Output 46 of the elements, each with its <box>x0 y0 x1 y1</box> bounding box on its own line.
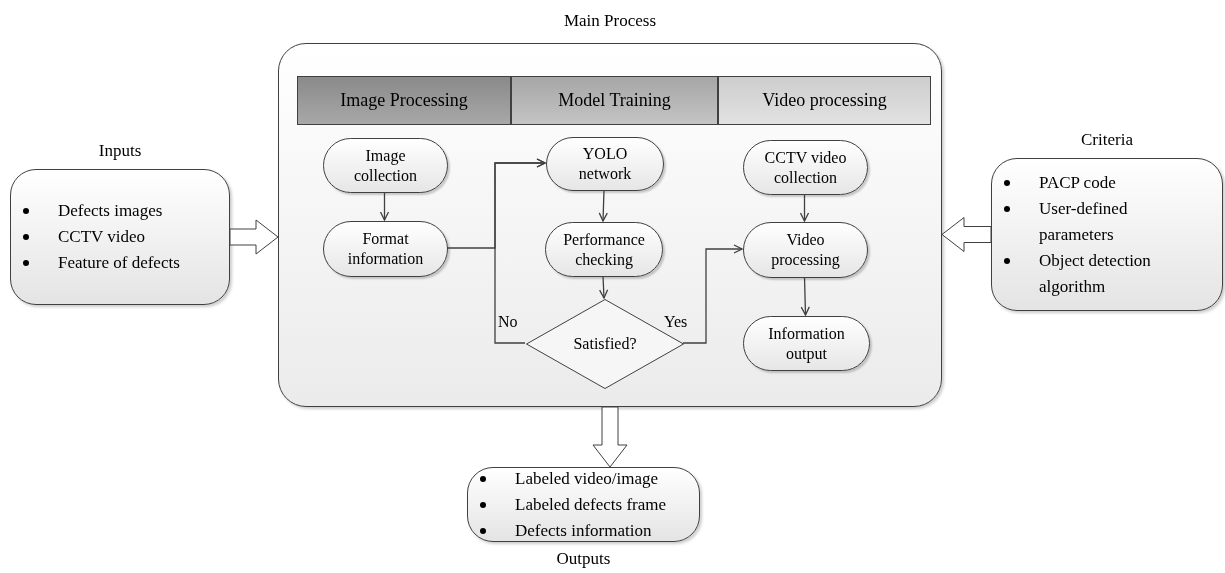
lane-header <box>511 76 718 125</box>
process-pill <box>545 222 663 277</box>
step-label: Information output <box>767 323 846 364</box>
process-pill <box>743 222 868 278</box>
decision-label: Satisfied? <box>573 334 637 354</box>
list-item: Labeled defects frame <box>515 493 667 516</box>
list-item: PACP code <box>1039 171 1116 194</box>
process-pill <box>743 140 868 195</box>
step-label: Format information <box>346 229 425 269</box>
arrow <box>800 276 810 316</box>
list-item: Labeled video/image <box>515 467 659 490</box>
list-item: CCTV video <box>58 226 146 248</box>
box-title: Criteria <box>1081 129 1133 151</box>
group-title: Main Process <box>563 10 657 32</box>
arrow <box>599 275 609 299</box>
lane-title: Image Processing <box>340 89 468 112</box>
process-pill <box>323 221 448 277</box>
lane-header <box>297 76 511 125</box>
step-label: CCTV video collection <box>763 147 848 188</box>
process-pill <box>743 316 870 371</box>
process-pill <box>546 137 664 191</box>
step-label: YOLO network <box>577 144 633 184</box>
process-pill <box>323 138 448 193</box>
lane-header <box>718 76 931 125</box>
list-item: Object detection algorithm <box>1039 249 1152 298</box>
arrow <box>494 158 546 344</box>
step-label: Image collection <box>352 145 419 186</box>
step-label: Performance checking <box>562 229 646 270</box>
list-item: Defects images <box>58 200 163 222</box>
edge-label: No <box>498 313 518 330</box>
list-item: Feature of defects <box>58 252 180 274</box>
block-arrow <box>941 217 992 252</box>
list-item: User-defined parameters <box>1039 197 1129 246</box>
block-arrow <box>592 406 628 468</box>
lane-title: Model Training <box>558 89 671 112</box>
arrow <box>598 189 608 222</box>
lane-title: Video processing <box>762 89 887 112</box>
list-item: Defects information <box>515 519 652 542</box>
arrow <box>379 191 390 221</box>
edge-label: Yes <box>664 313 688 330</box>
arrow <box>799 193 810 222</box>
box-title: Outputs <box>556 547 611 570</box>
box-title: Inputs <box>98 140 142 162</box>
step-label: Video processing <box>770 230 841 270</box>
block-arrow <box>229 219 279 255</box>
arrow <box>682 244 743 344</box>
